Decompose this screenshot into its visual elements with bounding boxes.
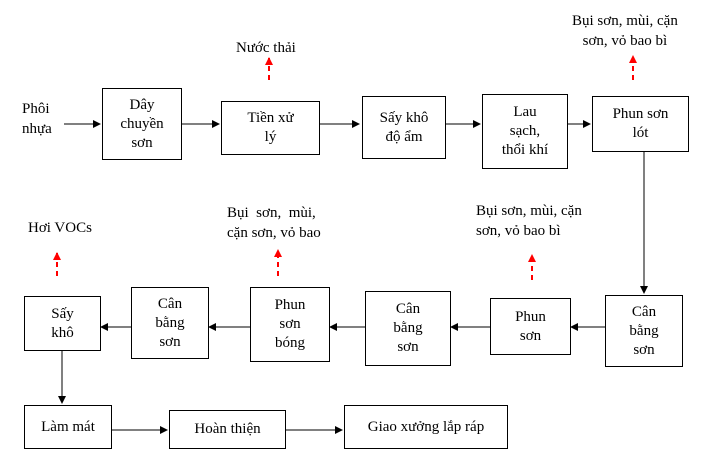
emission-phun-son-lot: Bụi sơn, mùi, cặn sơn, vỏ bao bì <box>572 13 678 49</box>
box-can-bang-son-3: Cân bằng sơn <box>131 287 209 359</box>
emission-phun-son: Bụi sơn, mùi, cặn sơn, vỏ bao bì <box>476 203 582 239</box>
box-day-chuyen-son: Dây chuyền sơn <box>102 88 182 160</box>
box-phun-son: Phun sơn <box>490 298 571 355</box>
emission-phun-son-bong: Bụi sơn, mùi, cặn sơn, vỏ bao <box>227 205 321 241</box>
box-lam-mat: Làm mát <box>24 405 112 449</box>
box-say-kho-do-am: Sấy khô độ ẩm <box>362 96 446 159</box>
box-can-bang-son-2: Cân bằng sơn <box>365 291 451 366</box>
box-phun-son-lot: Phun sơn lót <box>592 96 689 152</box>
box-say-kho: Sấy khô <box>24 296 101 351</box>
input-label: Phôi nhựa <box>22 101 52 137</box>
box-hoan-thien: Hoàn thiện <box>169 410 286 449</box>
box-tien-xu-ly: Tiền xử lý <box>221 101 320 155</box>
emission-nuoc-thai: Nước thải <box>236 40 296 56</box>
box-lau-sach-thoi-khi: Lau sạch, thổi khí <box>482 94 568 169</box>
box-phun-son-bong: Phun sơn bóng <box>250 287 330 362</box>
emission-hoi-vocs: Hơi VOCs <box>28 220 92 236</box>
box-can-bang-son-1: Cân bằng sơn <box>605 295 683 367</box>
box-giao-xuong-lap-rap: Giao xưởng lắp ráp <box>344 405 508 449</box>
